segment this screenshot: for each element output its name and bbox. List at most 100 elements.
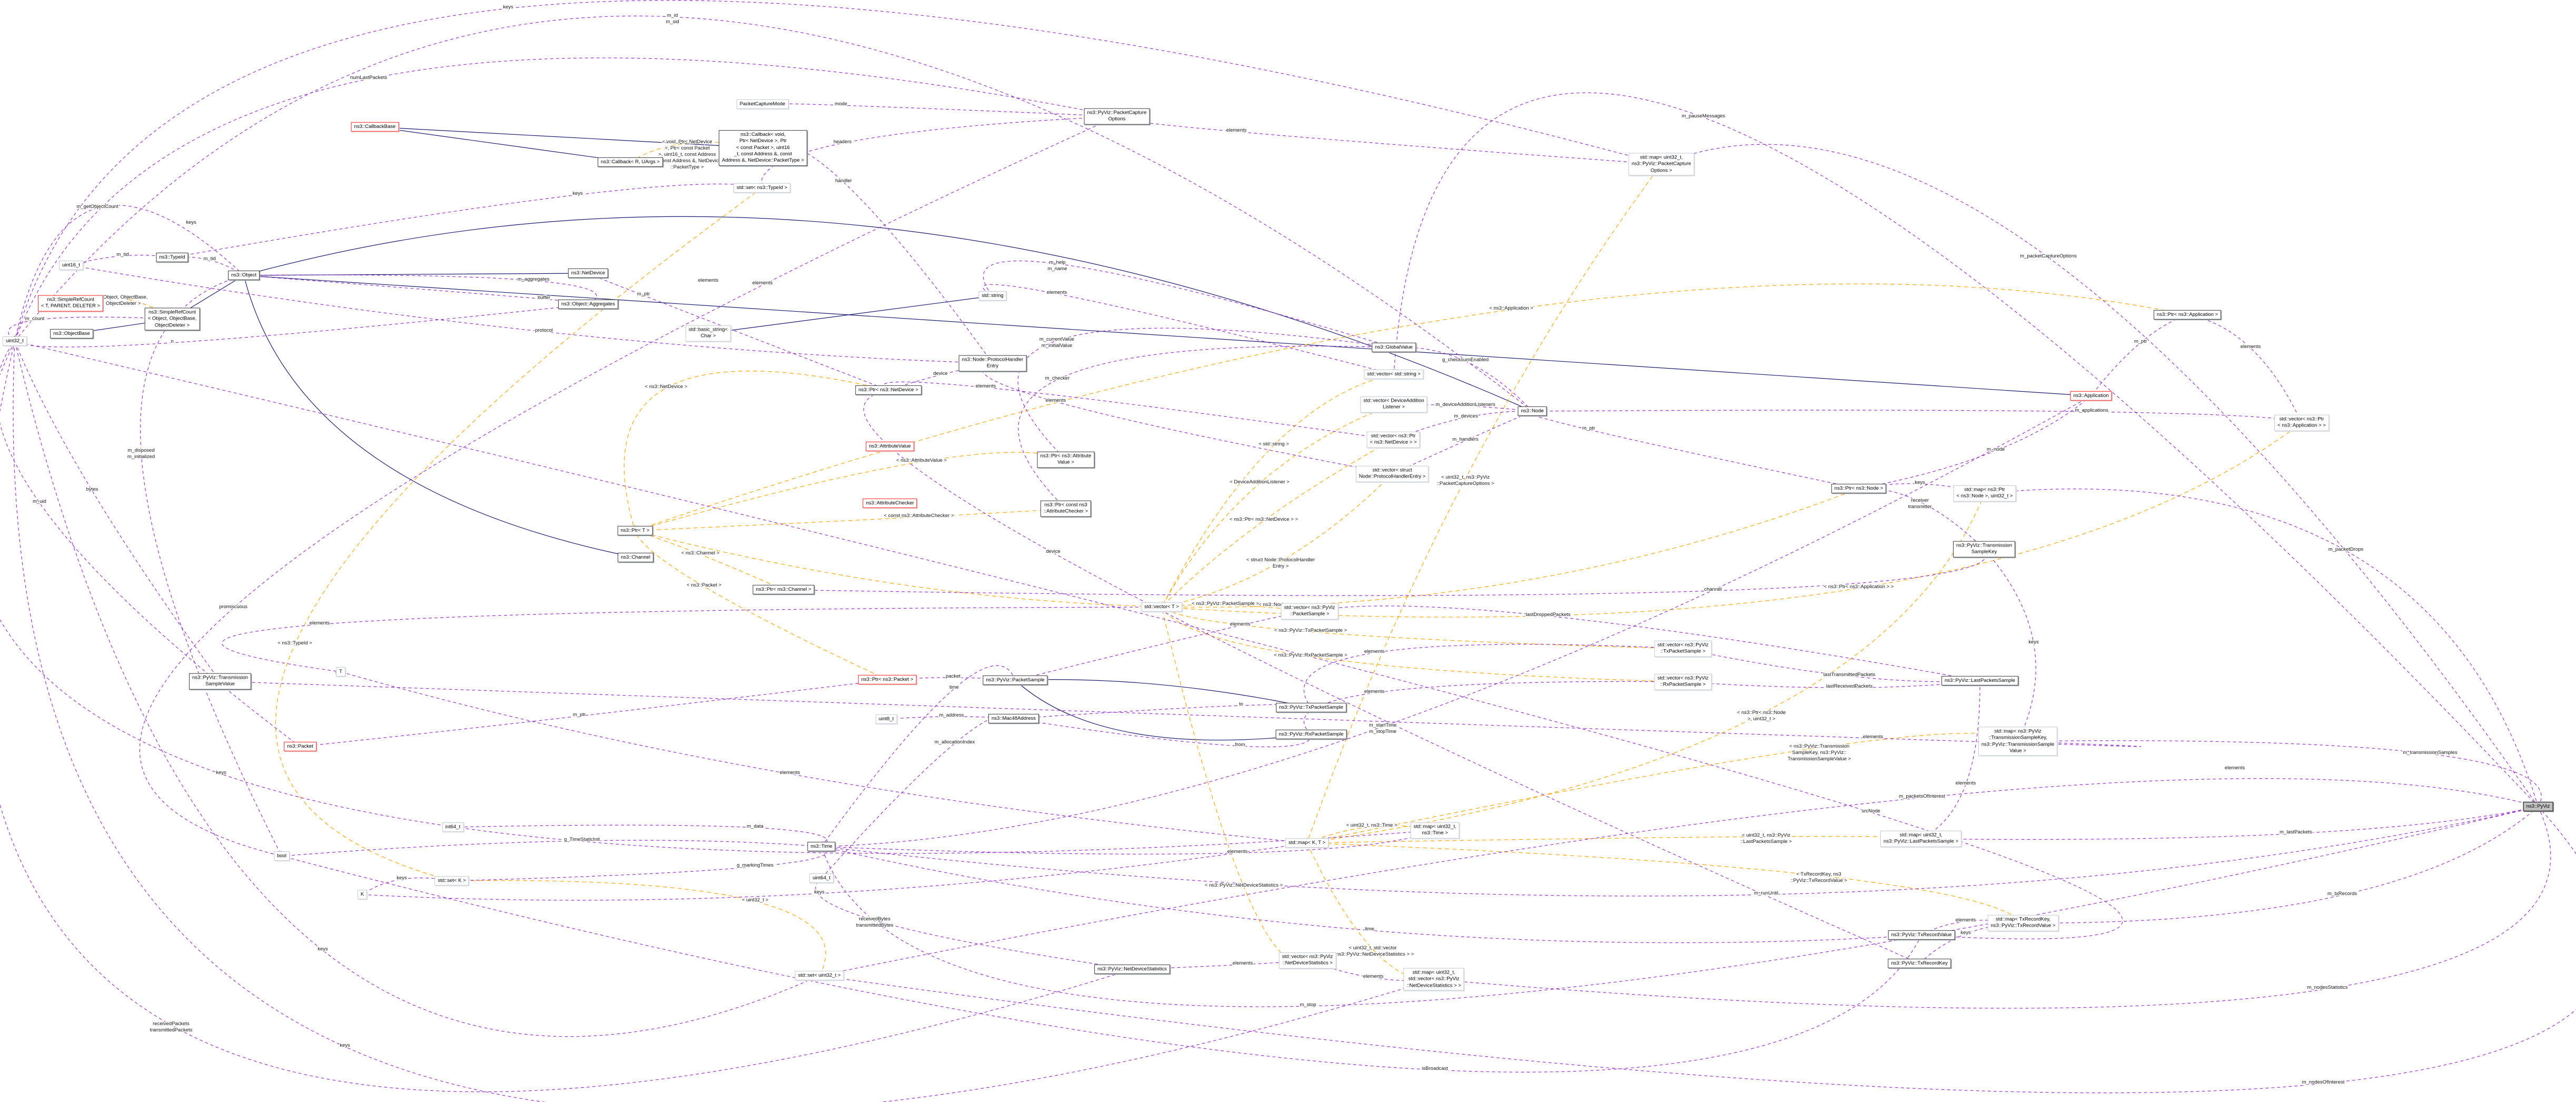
edge-label-ptr_netdevice-netdevice: m_ptr [637,291,650,297]
class-box-mac48[interactable]: ns3::Mac48Address [988,713,1039,724]
class-box-map-txr[interactable]: std::map< TxRecordKey, ns3::PyViz::TxRec… [1987,915,2059,931]
class-box-set-typeid[interactable]: std::set< ns3::TypeId > [733,183,791,193]
class-box-map-u32-time[interactable]: std::map< uint32_t, ns3::Time > [1410,822,1460,839]
edge-label-ptr_netdevice-ptr_t: < ns3::NetDevice > [645,384,688,390]
class-box-ptr-packet[interactable]: ns3::Ptr< ns3::Packet > [858,674,917,685]
class-box-ptr-app[interactable]: ns3::Ptr< ns3::Application > [2153,310,2222,320]
class-box-set-u32[interactable]: std::set< uint32_t > [795,970,844,981]
class-box-srefcount-obj[interactable]: ns3::SimpleRefCount < Object, ObjectBase… [144,307,200,331]
class-box-ptr-t[interactable]: ns3::Ptr< T > [617,525,653,536]
edge-vec_string-stdstring [983,284,1394,375]
class-box-vec-ptrnd[interactable]: std::vector< ns3::Ptr < ns3::NetDevice >… [1366,431,1420,448]
class-box-vec-rxps[interactable]: std::vector< ns3::PyViz ::RxPacketSample… [1654,673,1712,690]
edge-netdevice-object [243,273,589,277]
edge-label-ptr_attrchecker-ptr_t: < const ns3::AttributeChecker > [884,513,954,519]
edge-label-lastps-vec_pktsample: lastDroppedPackets [1525,612,1570,618]
class-box-ptr-attrvalue[interactable]: ns3::Ptr< ns3::Attribute Value > [1037,451,1095,468]
edge-label-pcapopts-uint32: numLastPackets [350,75,387,81]
edge-map_u32_lps-lastps [1920,680,1983,839]
edge-vec_txps-txpktsample [1303,644,1683,708]
class-box-vec-txps[interactable]: std::vector< ns3::PyViz ::TxPacketSample… [1654,640,1712,657]
class-box-cb-big[interactable]: ns3::Callback< void, Ptr< NetDevice >, P… [718,130,808,166]
class-box-uint8[interactable]: uint8_t [875,714,897,724]
edge-label-pcapopts-set_typeid: headers [834,139,852,145]
class-box-set-k[interactable]: std::set< K > [434,876,469,886]
class-box-cb-r-uargs[interactable]: ns3::Callback< R, UArgs > [598,157,663,167]
class-box-uint16[interactable]: uint16_t [59,260,83,271]
edge-label-vec_ptrapp-ptr_app: elements [2241,344,2261,350]
class-box-vec-ndstats[interactable]: std::vector< ns3::PyViz ::NetDeviceStati… [1279,952,1336,969]
class-box-vec-phe[interactable]: std::vector< struct Node::ProtocolHandle… [1355,465,1429,482]
class-box-pyviz[interactable]: ns3::PyViz [2523,801,2553,812]
class-box-pktsample[interactable]: ns3::PyViz::PacketSample [983,675,1048,686]
edge-label-vec_pktsample-pktsample: elements [1230,621,1251,627]
class-box-vec-t[interactable]: std::vector< T > [1141,602,1182,612]
class-box-txrkey[interactable]: ns3::PyViz::TxRecordKey [1888,958,1951,969]
edge-label-map_u32_time-time: elements [1227,849,1248,855]
class-box-channel[interactable]: ns3::Channel [618,552,653,563]
class-box-aggregates[interactable]: ns3::Object::Aggregates [558,299,618,310]
edge-label-map_pcapopts-uint32: keys [503,4,513,10]
class-box-object[interactable]: ns3::Object [227,270,260,281]
edge-ptr_app-ptr_t [635,283,2188,531]
class-box-tsv[interactable]: ns3::PyViz::Transmission SampleValue [189,673,252,690]
class-box-k-box[interactable]: K [357,889,368,900]
class-box-map-tsk-tsv[interactable]: std::map< ns3::PyViz ::TransmissionSampl… [1978,727,2058,756]
class-box-ndstats[interactable]: ns3::PyViz::NetDeviceStatistics [1094,964,1170,975]
class-box-map-pcapopts[interactable]: std::map< uint32_t, ns3::PyViz::PacketCa… [1628,153,1695,176]
class-box-vec-pktsample[interactable]: std::vector< ns3::PyViz ::PacketSample > [1281,603,1339,620]
class-box-vec-string[interactable]: std::vector< std::string > [1364,369,1424,380]
class-box-uint64[interactable]: uint64_t [809,873,834,883]
class-box-attrvalue[interactable]: ns3::AttributeValue [866,441,914,452]
class-box-lastps[interactable]: ns3::PyViz::LastPacketsSample [1941,676,2018,686]
class-box-phe[interactable]: ns3::Node::ProtocolHandler Entry [958,355,1027,372]
class-box-ptr-attrchecker[interactable]: ns3::Ptr< const ns3 ::AttributeChecker > [1040,500,1092,517]
class-box-map-u32-lps[interactable]: std::map< uint32_t, ns3::PyViz::LastPack… [1880,830,1962,847]
floating-label-0: keys [186,220,196,225]
edge-label-vec_phe-phe: elements [1046,398,1066,403]
class-box-time[interactable]: ns3::Time [807,841,836,852]
class-box-map-ptrnode-u32[interactable]: std::map< ns3::Ptr < ns3::Node >, uint32… [1953,485,2016,502]
class-box-vec-ptrapp[interactable]: std::vector< ns3::Ptr < ns3::Application… [2274,414,2329,431]
class-box-vec-dal[interactable]: std::vector< DeviceAddition Listener > [1360,396,1428,413]
class-box-int64[interactable]: int64_t [442,822,464,832]
class-box-attrchecker[interactable]: ns3::AttributeChecker [863,498,917,509]
class-box-tsk[interactable]: ns3::PyViz::Transmission SampleKey [1953,541,2016,558]
class-box-pcapopts[interactable]: ns3::PyViz::PacketCapture Options [1084,108,1150,125]
class-box-packet[interactable]: ns3::Packet [284,741,316,752]
class-box-ptr-netdevice[interactable]: ns3::Ptr< ns3::NetDevice > [855,385,922,395]
class-box-rxpktsample[interactable]: ns3::PyViz::RxPacketSample [1275,729,1347,740]
edge-label-map_pcapopts-pcapopts: elements [1226,127,1247,133]
class-box-netdevice[interactable]: ns3::NetDevice [568,268,609,279]
edge-vec_string-vec_t [1161,374,1394,608]
class-box-srefcount-tpl[interactable]: ns3::SimpleRefCount < T, PARENT, DELETER… [37,295,104,312]
edge-map_tsk_tsv-map_kt [1306,732,2018,844]
class-box-node[interactable]: ns3::Node [1518,406,1547,416]
edge-node-globalvalue [1393,345,1533,412]
class-box-map-kt[interactable]: std::map< K, T > [1285,838,1329,848]
class-box-t-box[interactable]: T [336,667,345,677]
edge-label-txrecordvalue-bool_box: isBroadcast [1422,1066,1448,1071]
class-box-stdstring[interactable]: std::string [978,291,1007,301]
class-box-globalvalue[interactable]: ns3::GlobalValue [1372,342,1416,353]
class-box-objectbase[interactable]: ns3::ObjectBase [50,329,93,339]
edge-label-ptr_packet-packet: m_ptr [573,712,586,718]
class-box-pcm[interactable]: PacketCaptureMode [736,99,789,110]
edge-ptr_node-ptr_t [635,488,1859,608]
class-box-bool-box[interactable]: bool [274,851,290,861]
class-box-callbackbase[interactable]: ns3::CallbackBase [351,122,399,132]
class-box-ptr-channel[interactable]: ns3::Ptr< ns3::Channel > [752,584,815,595]
edge-label-pyviz-map_ptrnode_u32: m_packetDrops [2329,547,2364,552]
class-box-typeid[interactable]: ns3::TypeId [156,252,189,263]
class-box-map-u32-vecnd[interactable]: std::map< uint32_t, std::vector< ns3::Py… [1403,968,1464,991]
class-box-ptr-node[interactable]: ns3::Ptr< ns3::Node > [1831,483,1887,494]
edge-cb_r_uargs-callbackbase [374,125,631,163]
edge-label-set_k-k_box: keys [397,875,407,881]
class-box-uint32[interactable]: uint32_t [3,336,27,346]
class-box-txpktsample[interactable]: ns3::PyViz::TxPacketSample [1276,702,1346,713]
class-box-basicstring[interactable]: std::basic_string< Char > [685,325,731,342]
class-box-application[interactable]: ns3::Application [2070,391,2112,401]
class-box-txrecordvalue[interactable]: ns3::PyViz::TxRecordValue [1888,930,1955,940]
